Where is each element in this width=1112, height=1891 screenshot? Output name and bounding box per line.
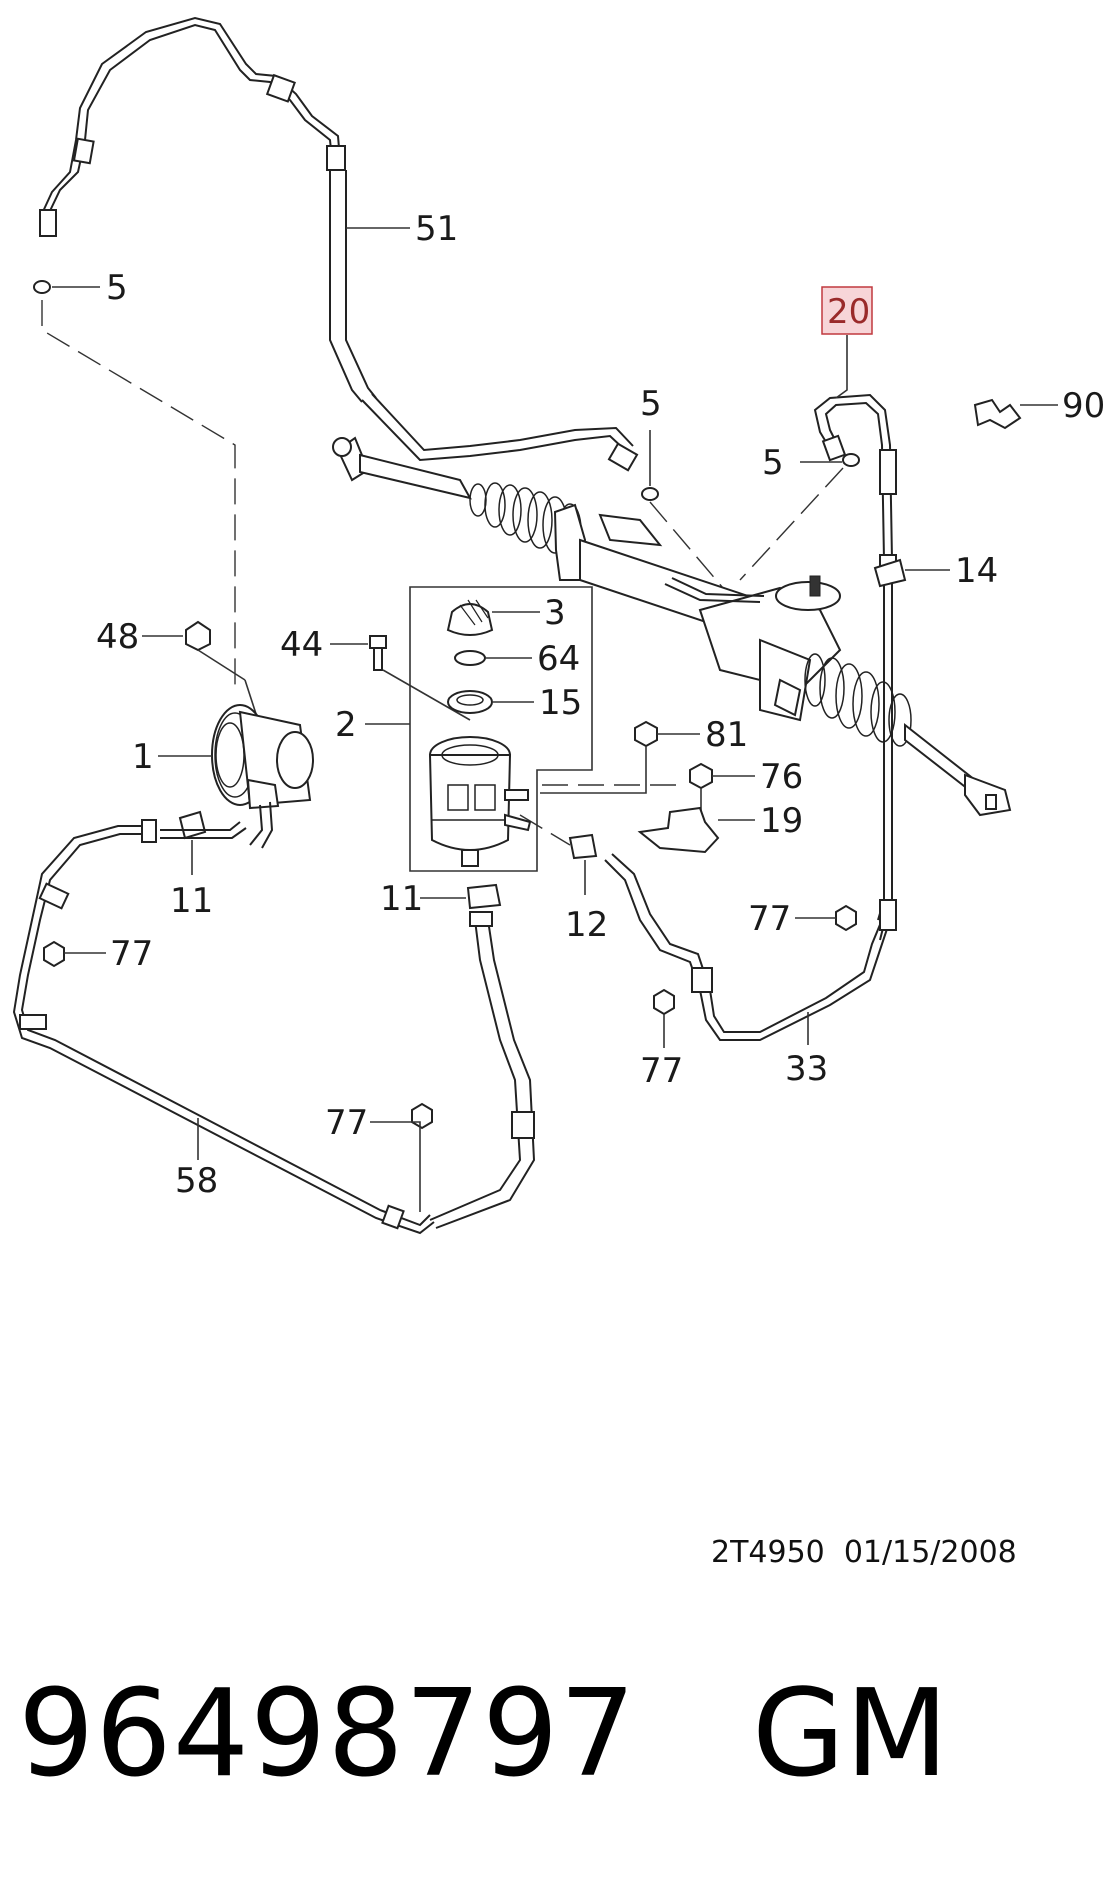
clamp-12	[568, 833, 598, 860]
nut-77-right-bottom	[653, 988, 675, 1016]
callout-44: 44	[280, 625, 323, 665]
filter-15	[447, 690, 493, 714]
callout-15: 15	[539, 683, 582, 723]
washer-5-left	[33, 280, 51, 294]
callout-20: 20	[827, 292, 870, 332]
callout-51: 51	[415, 209, 458, 249]
nut-77-bottom	[411, 1102, 433, 1130]
leader-20	[835, 335, 848, 399]
callout-11-left: 11	[170, 881, 213, 921]
diagram-code-date: 2T4950 01/15/2008	[711, 1535, 1017, 1570]
callout-14: 14	[955, 551, 998, 591]
part-number: 96498797	[18, 1665, 637, 1804]
leader-44-to-reservoir	[382, 669, 471, 721]
callout-90: 90	[1062, 386, 1105, 426]
nut-81	[634, 720, 658, 748]
reservoir-box	[409, 586, 593, 872]
brand-name: GM	[752, 1665, 949, 1804]
return-pipe-33	[604, 853, 897, 1041]
pump-1	[185, 620, 314, 849]
leader-77-bottom	[370, 1121, 421, 1212]
nut-76	[689, 762, 713, 790]
callout-19: 19	[760, 801, 803, 841]
callout-5-mid: 5	[640, 384, 662, 424]
steering-rack	[332, 436, 1012, 817]
high-pressure-hose-51	[39, 16, 639, 472]
reservoir-cap-3	[446, 599, 494, 636]
callout-11-mid: 11	[380, 879, 423, 919]
callout-48: 48	[96, 617, 139, 657]
callout-5-left: 5	[106, 268, 128, 308]
dashed-guide-bracket	[519, 814, 571, 846]
callout-77-right-bottom: 77	[640, 1051, 683, 1091]
dashed-guide-left	[41, 300, 236, 690]
clamp-11-left	[178, 810, 207, 840]
callout-5-right: 5	[762, 443, 784, 483]
nut-77-right-top	[835, 904, 857, 932]
callout-77-bottom: 77	[325, 1103, 368, 1143]
callout-33: 33	[785, 1049, 828, 1089]
callout-12: 12	[565, 905, 608, 945]
seal-64	[454, 650, 486, 666]
washer-5-mid	[641, 487, 659, 501]
dashed-guide-right	[739, 467, 844, 581]
return-hose-58	[12, 819, 435, 1235]
callout-3: 3	[544, 593, 566, 633]
bolt-44	[369, 635, 387, 671]
highlight-box-20	[821, 286, 873, 335]
reservoir-body	[428, 736, 532, 867]
callout-64: 64	[537, 639, 580, 679]
leader-81-to-bracket	[540, 746, 647, 794]
reservoir-return-hose	[429, 911, 536, 1229]
callout-1: 1	[132, 737, 154, 777]
callout-2: 2	[335, 705, 357, 745]
callout-81: 81	[705, 715, 748, 755]
clip-90	[973, 398, 1022, 430]
nut-77-left	[43, 940, 65, 968]
washer-5-right	[842, 453, 860, 467]
clamp-14	[873, 558, 907, 588]
callout-58: 58	[175, 1161, 218, 1201]
callout-77-right-top: 77	[748, 899, 791, 939]
callout-77-left: 77	[110, 934, 153, 974]
clamp-11-mid	[466, 883, 502, 910]
bracket-19	[637, 806, 720, 854]
callout-76: 76	[760, 757, 803, 797]
